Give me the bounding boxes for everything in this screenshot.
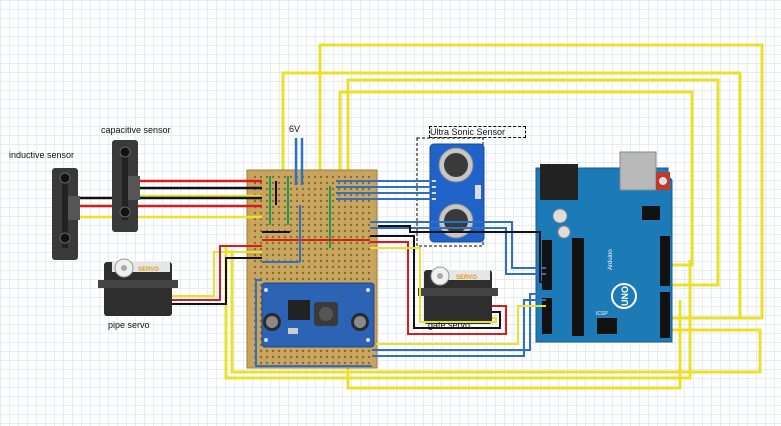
capacitive-sensor-label: capacitive sensor [101,125,171,135]
ultrasonic-sensor [416,137,485,247]
gate-servo: SERVO [418,266,498,324]
arduino-icsp-text: ICSP [596,311,608,317]
yellow-wire-loops [224,43,764,390]
arduino-blue-wires [255,221,546,367]
gate-servo-text: SERVO [456,275,477,281]
pipe-servo-text: SERVO [138,267,159,273]
buck-converter-module [261,282,375,348]
arduino-yellow-wires [376,305,546,345]
ultrasonic-wires [336,180,432,200]
capacitive-sensor [112,140,140,232]
arduino-uno-logo: UNO [620,286,630,306]
supply-voltage-label: 6V [289,124,301,134]
sensor-wires [75,179,262,219]
pipe-servo-label: pipe servo [108,320,150,330]
inductive-sensor [52,168,80,260]
perfboard-jumpers [262,176,370,263]
pipe-servo: SERVO [98,258,178,316]
supply-wires [294,138,304,185]
arduino-uno: UNO Arduino ICSP [535,151,673,343]
gate-servo-label: gate servo [428,320,471,330]
arduino-brand-text: Arduino [608,249,614,270]
inductive-sensor-label: inductive sensor [9,150,75,160]
ultrasonic-sensor-label: Ultra Sonic Sensor [429,126,527,138]
gate-servo-wires [370,235,507,335]
arduino-black-wire [378,225,546,283]
pipe-servo-wires [172,245,262,305]
